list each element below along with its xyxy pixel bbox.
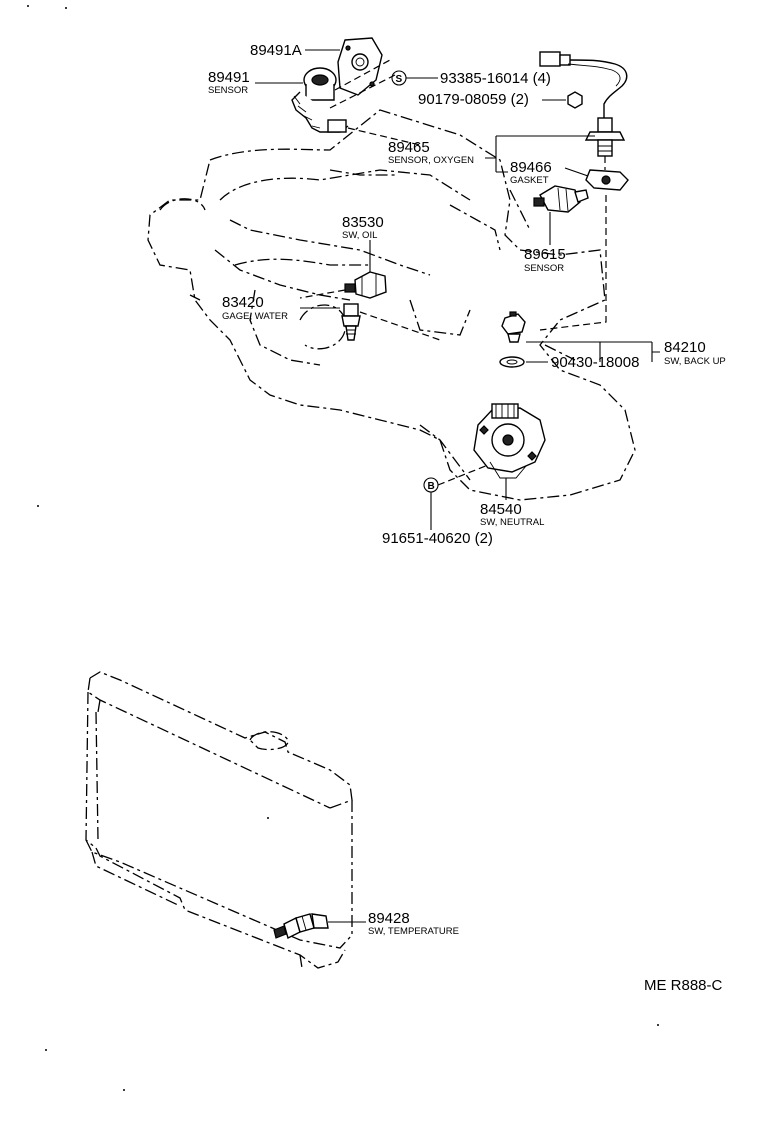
engine-outline (147, 109, 636, 501)
neutral-switch-drawing (437, 403, 546, 486)
part-name-83530: SW, OIL (342, 230, 377, 241)
part-number-84210: 84210 (664, 339, 706, 356)
part-number-91651: 91651-40620 (2) (382, 530, 493, 547)
symbol-s: S (396, 74, 403, 85)
part-name-89428: SW, TEMPERATURE (368, 926, 459, 937)
part-number-89428: 89428 (368, 910, 410, 927)
part-number-93385: 93385-16014 (4) (440, 70, 551, 87)
part-number-89615: 89615 (524, 246, 566, 263)
part-name-89615: SENSOR (524, 263, 564, 274)
symbol-b: B (428, 481, 435, 492)
sensor-89491-drawing (291, 37, 421, 146)
part-number-89491a: 89491A (250, 42, 302, 59)
part-name-89491: SENSOR (208, 85, 248, 96)
part-number-84540: 84540 (480, 501, 522, 518)
part-name-84540: SW, NEUTRAL (480, 517, 544, 528)
part-name-89465: SENSOR, OXYGEN (388, 155, 474, 166)
nut-icon (567, 91, 583, 109)
part-number-90430: 90430-18008 (551, 354, 639, 371)
backup-switch-drawing (499, 311, 526, 368)
reference-code: ME R888-C (644, 977, 723, 994)
part-number-89465: 89465 (388, 139, 430, 156)
radiator-drawing (85, 671, 353, 969)
part-name-83420: GAGE, WATER (222, 311, 288, 322)
scan-specks (27, 5, 659, 1091)
part-number-89491: 89491 (208, 69, 250, 86)
part-number-83420: 83420 (222, 294, 264, 311)
part-number-90179: 90179-08059 (2) (418, 91, 529, 108)
part-number-83530: 83530 (342, 214, 384, 231)
oxygen-sensor-drawing (539, 51, 629, 331)
part-name-84210: SW, BACK UP (664, 356, 726, 367)
part-name-89466: GASKET (510, 175, 549, 186)
temperature-switch-drawing (273, 913, 329, 940)
oil-switch-drawing (299, 271, 387, 299)
water-gage-drawing (341, 303, 441, 341)
part-number-89466: 89466 (510, 159, 552, 176)
sensor-89615-drawing (533, 185, 589, 213)
